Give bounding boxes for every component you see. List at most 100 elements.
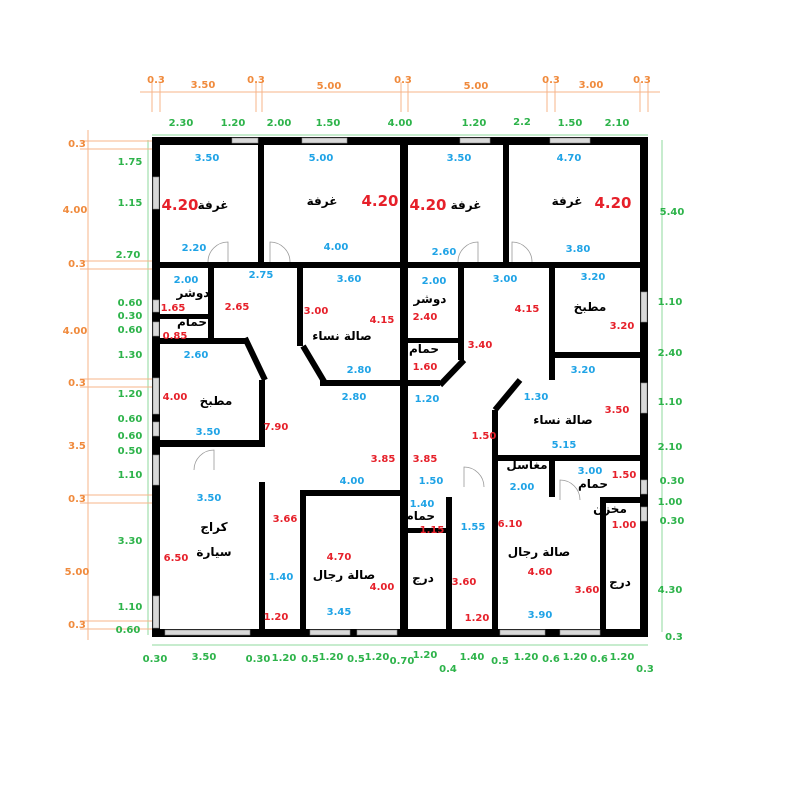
room-length-dimension: 3.00 (304, 306, 329, 317)
wall (152, 262, 640, 268)
window (309, 629, 351, 636)
segment-dimension: 0.6 (542, 654, 560, 665)
door[interactable] (207, 241, 229, 263)
room-width-dimension: 3.20 (571, 365, 596, 376)
window (152, 595, 160, 629)
overall-dimension: 3.5 (68, 441, 86, 452)
wall (152, 338, 245, 344)
room-name: مطبخ (200, 394, 233, 408)
room-length-dimension: 1.65 (161, 303, 186, 314)
room-length-dimension: 4.00 (163, 392, 188, 403)
room-length-dimension: 1.20 (264, 612, 289, 623)
door[interactable] (457, 241, 479, 263)
room-length-dimension: 1.15 (420, 525, 445, 536)
wall (258, 137, 264, 265)
segment-dimension: 1.20 (319, 652, 344, 663)
window (152, 454, 160, 486)
room-length-dimension: 3.50 (605, 405, 630, 416)
segment-dimension: 0.60 (118, 325, 143, 336)
room-length-dimension: 1.50 (472, 431, 497, 442)
segment-dimension: 1.50 (316, 118, 341, 129)
segment-dimension: 0.30 (660, 476, 685, 487)
room-width-dimension: 1.55 (461, 522, 486, 533)
segment-dimension: 2.2 (513, 117, 531, 128)
room-length-dimension: 3.60 (452, 577, 477, 588)
segment-dimension: 1.50 (558, 118, 583, 129)
room-name: درج (412, 571, 434, 585)
room-name: صالة رجال (508, 545, 571, 559)
room-name: غرفة (198, 198, 229, 212)
room-name: حمام (409, 342, 439, 357)
dimension-lines (80, 82, 663, 646)
room-length-dimension: 3.60 (575, 585, 600, 596)
window (152, 377, 160, 415)
diagonal-wall (437, 357, 467, 388)
wall (492, 455, 640, 461)
room-width-dimension: 5.00 (309, 153, 334, 164)
overall-dimension: 0.3 (147, 75, 165, 86)
room-name: غرفة (451, 198, 482, 212)
segment-dimension: 1.20 (514, 652, 539, 663)
wall (152, 440, 265, 447)
segment-dimension: 1.40 (460, 652, 485, 663)
segment-dimension: 1.20 (563, 652, 588, 663)
overall-dimension: 4.00 (63, 326, 88, 337)
segment-dimension: 0.5 (347, 654, 365, 665)
room-width-dimension: 4.00 (340, 476, 365, 487)
segment-dimension: 0.50 (118, 446, 143, 457)
window (152, 421, 160, 437)
segment-dimension: 0.30 (246, 654, 271, 665)
walls (152, 137, 648, 637)
segment-dimension: 1.10 (658, 397, 683, 408)
window (152, 321, 160, 337)
room-width-dimension: 2.20 (182, 243, 207, 254)
room-name: كراج (200, 520, 227, 534)
room-length-dimension: 3.20 (610, 321, 635, 332)
segment-dimension: 0.4 (439, 664, 457, 675)
room-name: دوشر (413, 292, 447, 307)
room-length-dimension: 4.15 (515, 304, 540, 315)
door[interactable] (463, 466, 485, 488)
room-name: حمام (177, 315, 207, 330)
window (549, 137, 591, 144)
segment-dimension: 1.10 (118, 470, 143, 481)
room-width-dimension: 3.90 (528, 610, 553, 621)
room-width-dimension: 5.15 (552, 440, 577, 451)
wall (152, 629, 648, 637)
overall-dimension: 0.3 (68, 620, 86, 631)
room-length-dimension: 4.60 (528, 567, 553, 578)
room-name: غرفة (307, 194, 338, 208)
segment-dimension: 2.10 (605, 118, 630, 129)
window (152, 176, 160, 210)
segment-dimension: 2.40 (658, 348, 683, 359)
room-length-dimension: 3.40 (468, 340, 493, 351)
door[interactable] (269, 241, 291, 263)
door[interactable] (511, 241, 533, 263)
window (640, 382, 648, 414)
segment-dimension: 0.30 (118, 311, 143, 322)
wall (259, 482, 265, 630)
door[interactable] (559, 479, 581, 501)
room-name: مطبخ (574, 300, 607, 314)
segment-dimension: 0.60 (118, 298, 143, 309)
room-width-dimension: 3.60 (337, 274, 362, 285)
window (640, 479, 648, 495)
overall-dimension: 0.3 (542, 75, 560, 86)
room-length-dimension: 4.15 (370, 315, 395, 326)
room-name: حمام (578, 477, 608, 492)
room-width-dimension: 1.30 (524, 392, 549, 403)
window (640, 291, 648, 323)
room-length-dimension: 4.70 (327, 552, 352, 563)
room-length-dimension: 4.20 (361, 192, 398, 210)
segment-dimension: 0.5 (301, 654, 319, 665)
segment-dimension: 0.60 (118, 414, 143, 425)
room-name: مغاسل (506, 458, 547, 472)
segment-dimension: 0.30 (660, 516, 685, 527)
room-width-dimension: 1.50 (419, 476, 444, 487)
wall (549, 262, 555, 380)
diagonal-wall (492, 378, 523, 412)
segment-dimension: 1.20 (413, 650, 438, 661)
door[interactable] (193, 449, 215, 471)
segment-dimension: 1.15 (118, 198, 143, 209)
